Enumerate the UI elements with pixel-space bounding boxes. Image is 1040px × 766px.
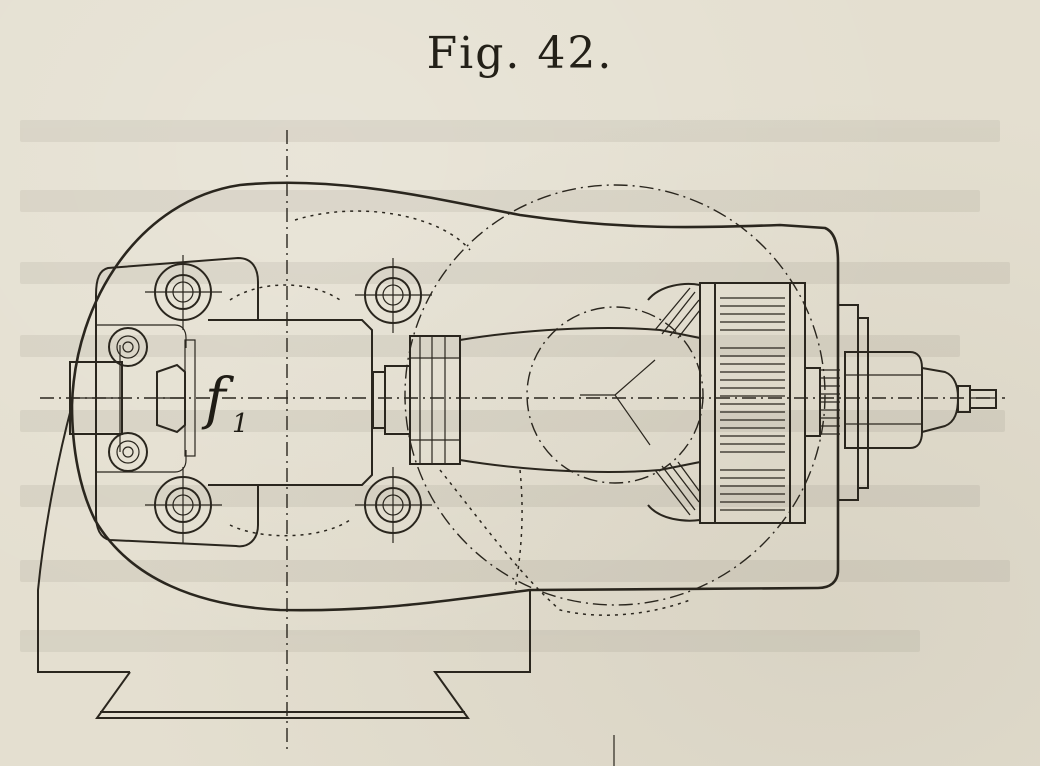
bevel-gear <box>647 282 806 524</box>
end-nut <box>844 351 997 449</box>
gear-teeth-hatch <box>720 297 785 511</box>
part-label-letter: f <box>201 367 235 432</box>
part-label-subscript: 1 <box>232 409 249 439</box>
bolt-top-left <box>145 255 222 330</box>
side-boss <box>804 304 869 501</box>
cover-plate <box>95 256 373 548</box>
arm-hub <box>459 327 701 473</box>
centre-lines <box>40 130 1005 766</box>
end-block <box>69 339 196 457</box>
bolt-bottom-right <box>355 467 432 543</box>
stud-upper <box>108 327 148 367</box>
bolt-heads <box>108 255 432 543</box>
bevel-teeth-lower <box>654 461 701 516</box>
bolt-top-right <box>355 258 432 333</box>
stud-lower <box>108 432 148 472</box>
bolt-bottom-left <box>145 467 222 543</box>
figure-caption: Fig. 42. <box>426 28 614 79</box>
pitch-circles <box>229 184 826 616</box>
shaft-collar <box>372 335 461 465</box>
housing-outline <box>37 181 840 719</box>
part-label-f1: f 1 <box>201 367 249 439</box>
